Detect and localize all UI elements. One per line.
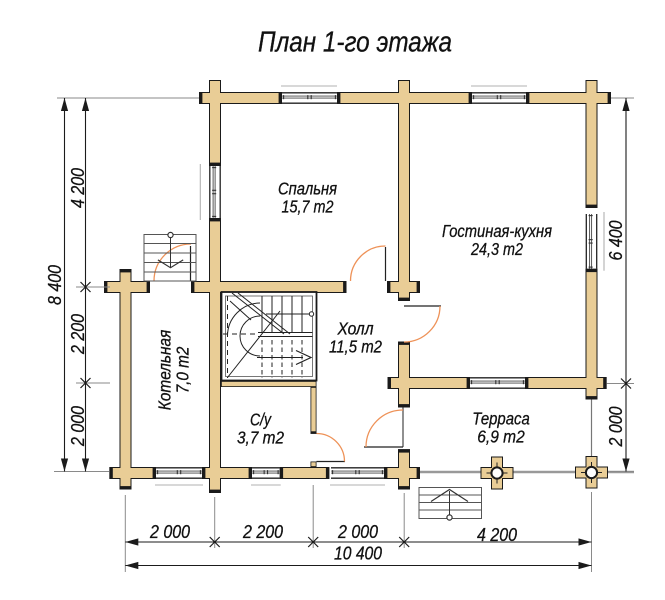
svg-text:3,7 т2: 3,7 т2 bbox=[237, 428, 284, 448]
svg-text:8 400: 8 400 bbox=[45, 265, 65, 305]
svg-text:С/у: С/у bbox=[250, 410, 272, 430]
svg-text:Спальня: Спальня bbox=[278, 179, 337, 199]
svg-text:15,7 т2: 15,7 т2 bbox=[282, 197, 334, 217]
svg-text:Гостиная-кухня: Гостиная-кухня bbox=[442, 221, 552, 241]
svg-text:Холл: Холл bbox=[337, 319, 374, 339]
svg-text:4 200: 4 200 bbox=[68, 168, 88, 208]
svg-text:План 1-го этажа: План 1-го этажа bbox=[258, 27, 452, 59]
svg-text:4 200: 4 200 bbox=[477, 525, 517, 545]
svg-text:6 400: 6 400 bbox=[606, 221, 626, 261]
svg-text:24,3 т2: 24,3 т2 bbox=[470, 239, 523, 259]
svg-text:2 200: 2 200 bbox=[68, 314, 88, 355]
svg-text:2 000: 2 000 bbox=[606, 407, 626, 448]
svg-text:2 000: 2 000 bbox=[68, 406, 88, 447]
svg-text:7,0 т2: 7,0 т2 bbox=[173, 346, 193, 393]
svg-text:2 200: 2 200 bbox=[242, 522, 283, 542]
svg-text:2 000: 2 000 bbox=[149, 522, 190, 542]
svg-text:Котельная: Котельная bbox=[155, 330, 175, 411]
svg-text:6,9 т2: 6,9 т2 bbox=[477, 427, 525, 447]
svg-text:11,5 т2: 11,5 т2 bbox=[329, 337, 382, 357]
svg-text:10 400: 10 400 bbox=[334, 544, 382, 564]
svg-text:2 000: 2 000 bbox=[337, 522, 378, 542]
svg-text:Терраса: Терраса bbox=[472, 409, 530, 429]
